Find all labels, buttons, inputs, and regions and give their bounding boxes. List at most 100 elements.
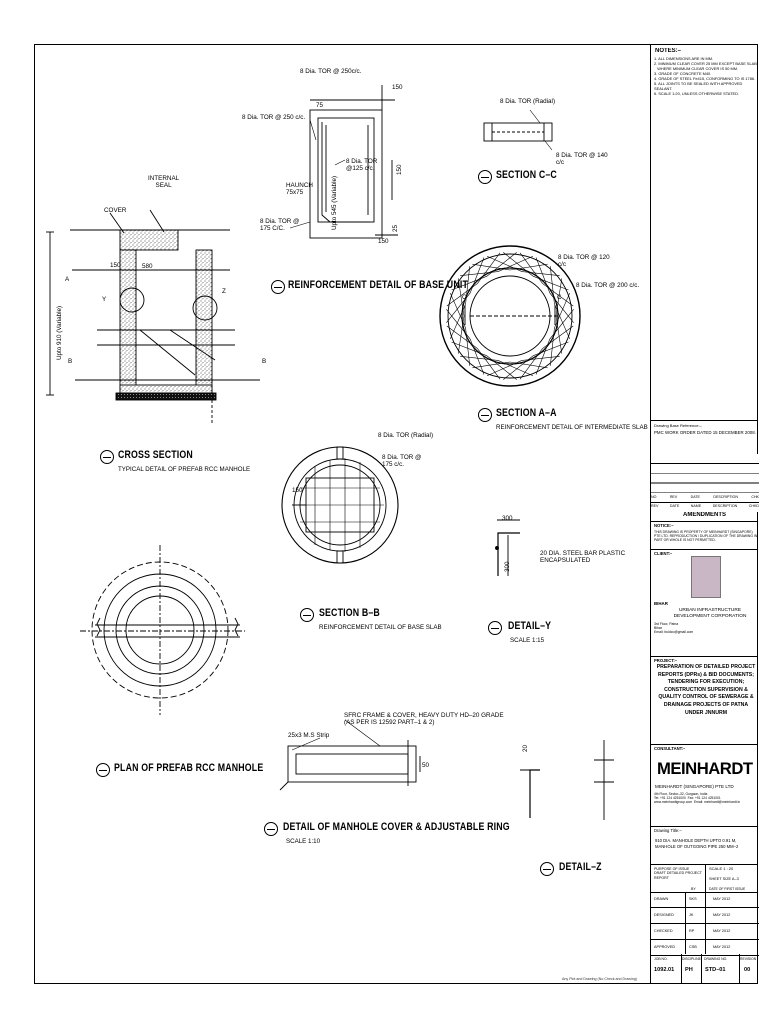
lattice-bar bbox=[457, 315, 465, 354]
client-address: 3rd Floor, Patna Bihar Email: buidco@gma… bbox=[654, 622, 694, 635]
section-marker bbox=[300, 608, 314, 622]
signoff-row: CHECKED RP MAY 2012 bbox=[651, 924, 759, 940]
cross-section-title: CROSS SECTION bbox=[118, 449, 193, 461]
discipline-cell: DISCIPLINE PH bbox=[681, 954, 702, 984]
lattice-bar bbox=[469, 338, 485, 375]
bar-label: 8 Dia. TOR @ 250 c/c. bbox=[242, 114, 306, 121]
cover-detail-scale: SCALE 1:10 bbox=[286, 838, 321, 845]
detail-mark-z: Z bbox=[222, 288, 226, 295]
title-block-dividers bbox=[705, 864, 706, 954]
drawing-reference-label: Drawing Base Reference:– bbox=[654, 423, 702, 428]
drawing-number-row: JOB NO. 1092.01 DISCIPLINE PH DRAWING NO… bbox=[651, 954, 759, 984]
dimension-label: 75 bbox=[316, 102, 324, 109]
client-label: CLIENT:– bbox=[654, 551, 673, 556]
consultant-address: 4th Floor, Sector–32, Gurgaon, India Tel… bbox=[654, 792, 741, 805]
section-cc-title: SECTION C–C bbox=[496, 169, 557, 181]
signoff-row: APPROVED CSB MAY 2012 bbox=[651, 940, 759, 956]
cover-detail-title: DETAIL OF MANHOLE COVER & ADJUSTABLE RIN… bbox=[283, 821, 510, 833]
section-marker bbox=[271, 280, 285, 294]
section-bb-title: SECTION B–B bbox=[319, 607, 380, 619]
ms-strip-label: 25x3 M.S Strip bbox=[288, 732, 330, 739]
lattice-bar bbox=[451, 275, 488, 291]
steel-bar-label: 20 DIA. STEEL BAR PLASTIC ENCAPSULATED bbox=[540, 550, 626, 564]
lattice-bar bbox=[465, 327, 471, 366]
section-marker bbox=[96, 763, 110, 777]
purpose-label: PURPOSE OF ISSUE bbox=[654, 867, 690, 871]
detail-z-view bbox=[520, 740, 614, 820]
title-block: NOTES:– 1. ALL DIMENSIONS ARE IN MM. 2. … bbox=[650, 44, 759, 984]
detail-y-view bbox=[495, 519, 520, 576]
section-marker bbox=[478, 170, 492, 184]
lattice-bar bbox=[521, 355, 560, 361]
scale-value: SCALE 1 : 20 bbox=[709, 866, 734, 871]
section-mark-b: B bbox=[262, 358, 267, 365]
section-mark-c: C bbox=[557, 294, 562, 301]
lattice-bar bbox=[486, 255, 523, 272]
plan-title: PLAN OF PREFAB RCC MANHOLE bbox=[114, 762, 264, 774]
bar-label: 8 Dia. TOR @ 175 c/c. bbox=[382, 454, 422, 468]
date-heading: DATE OF FIRST ISSUE bbox=[709, 887, 746, 891]
dimension-label: 150 bbox=[292, 487, 303, 494]
notice-text: THIS DRAWING IS PROPERTY OF MEINHARDT (S… bbox=[654, 530, 758, 542]
section-mark-c: C bbox=[462, 294, 467, 301]
sfrc-label: SFRC FRAME & COVER, HEAVY DUTY HD–20 GRA… bbox=[344, 712, 504, 726]
section-marker bbox=[540, 862, 554, 876]
drawing-reference: PMC WORK ORDER DATED 15 DECEMBER 2008. bbox=[654, 430, 756, 435]
amendment-grid bbox=[651, 454, 759, 512]
client-name: URBAN INFRASTRUCTURE DEVELOPMENT CORPORA… bbox=[673, 608, 747, 619]
lattice-bar bbox=[554, 292, 571, 329]
notes-text: 1. ALL DIMENSIONS ARE IN MM. 2. MINIMUM … bbox=[654, 56, 758, 96]
lattice-bar bbox=[535, 257, 551, 294]
detail-y-scale: SCALE 1:15 bbox=[510, 637, 545, 644]
signoff-rows: DRAWN SKS MAY 2012 DESIGNED JK MAY 2012 … bbox=[651, 892, 759, 956]
section-mark-b: B bbox=[68, 358, 73, 365]
sheet-size: SHEET SIZE A–3 bbox=[709, 877, 739, 881]
drawing-title-label: Drawing Title:– bbox=[654, 828, 682, 833]
cover-label: COVER bbox=[104, 207, 127, 214]
dimension-label: 25 bbox=[392, 224, 399, 232]
lattice-bar bbox=[503, 252, 534, 277]
drawing-title: 910 DIA. MANHOLE DEPTH UPTO 0.91 M, MANH… bbox=[655, 838, 739, 849]
consultant-logo: MEINHARDT bbox=[657, 760, 753, 778]
base-unit-reinforcement-view bbox=[289, 85, 398, 239]
section-aa-title: SECTION A–A bbox=[496, 407, 557, 419]
dimension-label: 580 bbox=[142, 263, 153, 270]
drawing-number-cell: DRAWING NO. STD–01 bbox=[701, 954, 740, 984]
bar-label: 8 Dia. TOR @125 c/c. bbox=[346, 158, 378, 172]
revision-cell: REVISION 00 bbox=[740, 957, 757, 973]
section-mark-a: A bbox=[65, 276, 70, 283]
bar-label: 8 Dia. TOR @ 120 c/c bbox=[558, 254, 610, 268]
bar-label: 8 Dia. TOR @ 200 c/c. bbox=[576, 282, 640, 289]
detail-z-title: DETAIL–Z bbox=[559, 861, 602, 873]
amendments-heading: AMENDMENTS bbox=[683, 512, 726, 518]
section-bb-subtitle: REINFORCEMENT DETAIL OF BASE SLAB bbox=[319, 624, 442, 631]
lattice-bar bbox=[532, 341, 569, 357]
lattice-bar bbox=[446, 283, 478, 307]
lattice-bar bbox=[449, 303, 466, 340]
section-aa-subtitle: REINFORCEMENT DETAIL OF INTERMEDIATE SLA… bbox=[496, 424, 648, 431]
detail-mark-y: Y bbox=[102, 296, 107, 303]
dimension-label: 50 bbox=[422, 762, 430, 769]
project-label: PROJECT:– bbox=[654, 658, 678, 663]
dimension-label: 150 bbox=[396, 164, 403, 175]
amendment-columns-2: REV DATE NAME DESCRIPTION CHKD bbox=[651, 504, 759, 508]
dimension-label: 150 bbox=[378, 238, 389, 245]
haunch-label: HAUNCH 75x75 bbox=[286, 182, 313, 196]
notes-heading: NOTES:– bbox=[655, 48, 682, 54]
project-description: PREPARATION OF DETAILED PROJECT REPORTS … bbox=[656, 664, 756, 716]
lattice-bar bbox=[472, 263, 511, 271]
notice-label: NOTICE:– bbox=[654, 523, 674, 528]
detail-y-title: DETAIL–Y bbox=[508, 620, 552, 632]
bar-label: 8 Dia. TOR @ 250c/c. bbox=[300, 68, 362, 75]
bar-label: 8 Dia. TOR @ 140 c/c bbox=[556, 152, 608, 166]
lattice-bar bbox=[460, 271, 499, 277]
depth-label: Upto 545 (Variable) bbox=[331, 175, 338, 230]
dimension-label: 20 bbox=[522, 744, 529, 752]
signoff-row: DESIGNED JK MAY 2012 bbox=[651, 908, 759, 924]
purpose-value: DRAFT DETAILED PROJECT REPORT bbox=[654, 871, 702, 880]
base-unit-title: REINFORCEMENT DETAIL OF BASE UNIT bbox=[288, 279, 468, 291]
section-cc-view bbox=[483, 109, 553, 151]
cross-section-view bbox=[46, 209, 260, 425]
lattice-bar bbox=[542, 325, 574, 349]
